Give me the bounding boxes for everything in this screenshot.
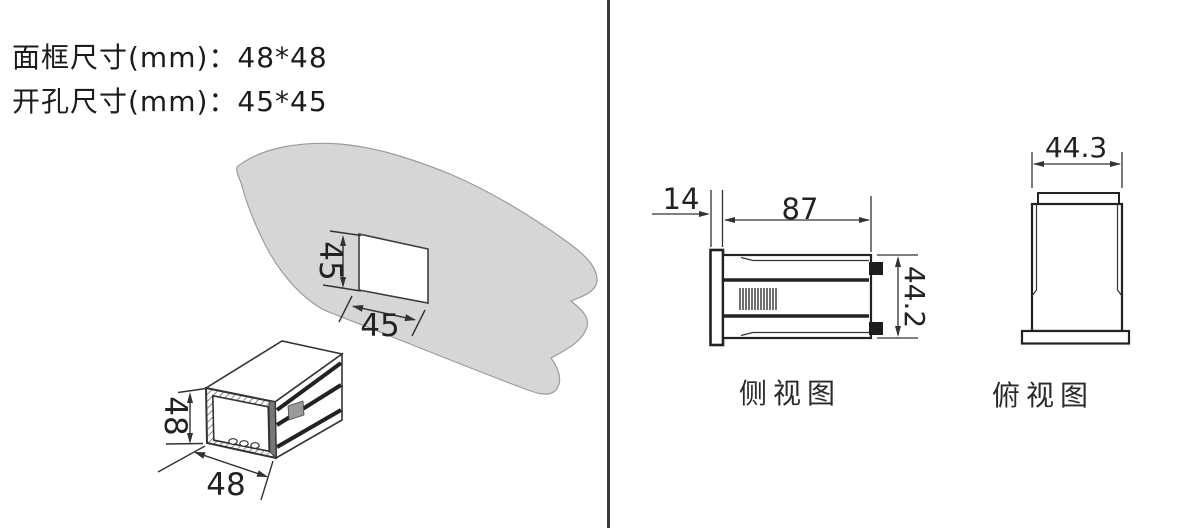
terminal-block bbox=[869, 262, 883, 275]
isometric-instrument: 48 48 bbox=[157, 340, 344, 503]
front-button bbox=[250, 442, 260, 449]
front-display bbox=[212, 395, 270, 452]
front-button bbox=[239, 440, 249, 447]
panel-cutout-hole bbox=[358, 233, 429, 304]
top-view-label: 俯视图 bbox=[991, 379, 1095, 412]
vent-grille bbox=[739, 288, 777, 310]
cutout-size-text: 开孔尺寸(mm)：45*45 bbox=[12, 85, 328, 118]
side-view-drawing: 14 87 44.2 bbox=[652, 182, 931, 347]
side-label-patch bbox=[287, 400, 305, 421]
frame-height-value: 48 bbox=[157, 396, 193, 435]
terminal-block bbox=[869, 322, 883, 335]
bezel-depth-dimension bbox=[652, 190, 724, 247]
section-divider bbox=[607, 0, 610, 528]
cutout-width-dimension bbox=[338, 295, 426, 337]
side-height-dimension bbox=[877, 254, 918, 339]
frame-width-value: 48 bbox=[206, 467, 245, 503]
top-width-dimension bbox=[1031, 152, 1123, 188]
side-view-label: 侧视图 bbox=[738, 377, 842, 410]
side-height-value: 44.2 bbox=[898, 266, 931, 328]
bezel-depth-value: 14 bbox=[663, 182, 700, 216]
frame-size-text: 面框尺寸(mm)：48*48 bbox=[12, 41, 328, 74]
body-depth-value: 87 bbox=[782, 192, 819, 226]
mounting-panel-blob: 45 45 bbox=[236, 142, 598, 395]
front-button bbox=[228, 438, 238, 445]
frame-width-dimension bbox=[157, 445, 274, 501]
body-depth-dimension bbox=[725, 196, 872, 252]
header-text-block: 面框尺寸(mm)：48*48 开孔尺寸(mm)：45*45 bbox=[12, 36, 328, 124]
cutout-width-value: 45 bbox=[360, 308, 399, 344]
cutout-height-value: 45 bbox=[312, 241, 348, 280]
top-view-drawing: 44.3 bbox=[1020, 131, 1131, 345]
top-width-value: 44.3 bbox=[1045, 131, 1107, 164]
